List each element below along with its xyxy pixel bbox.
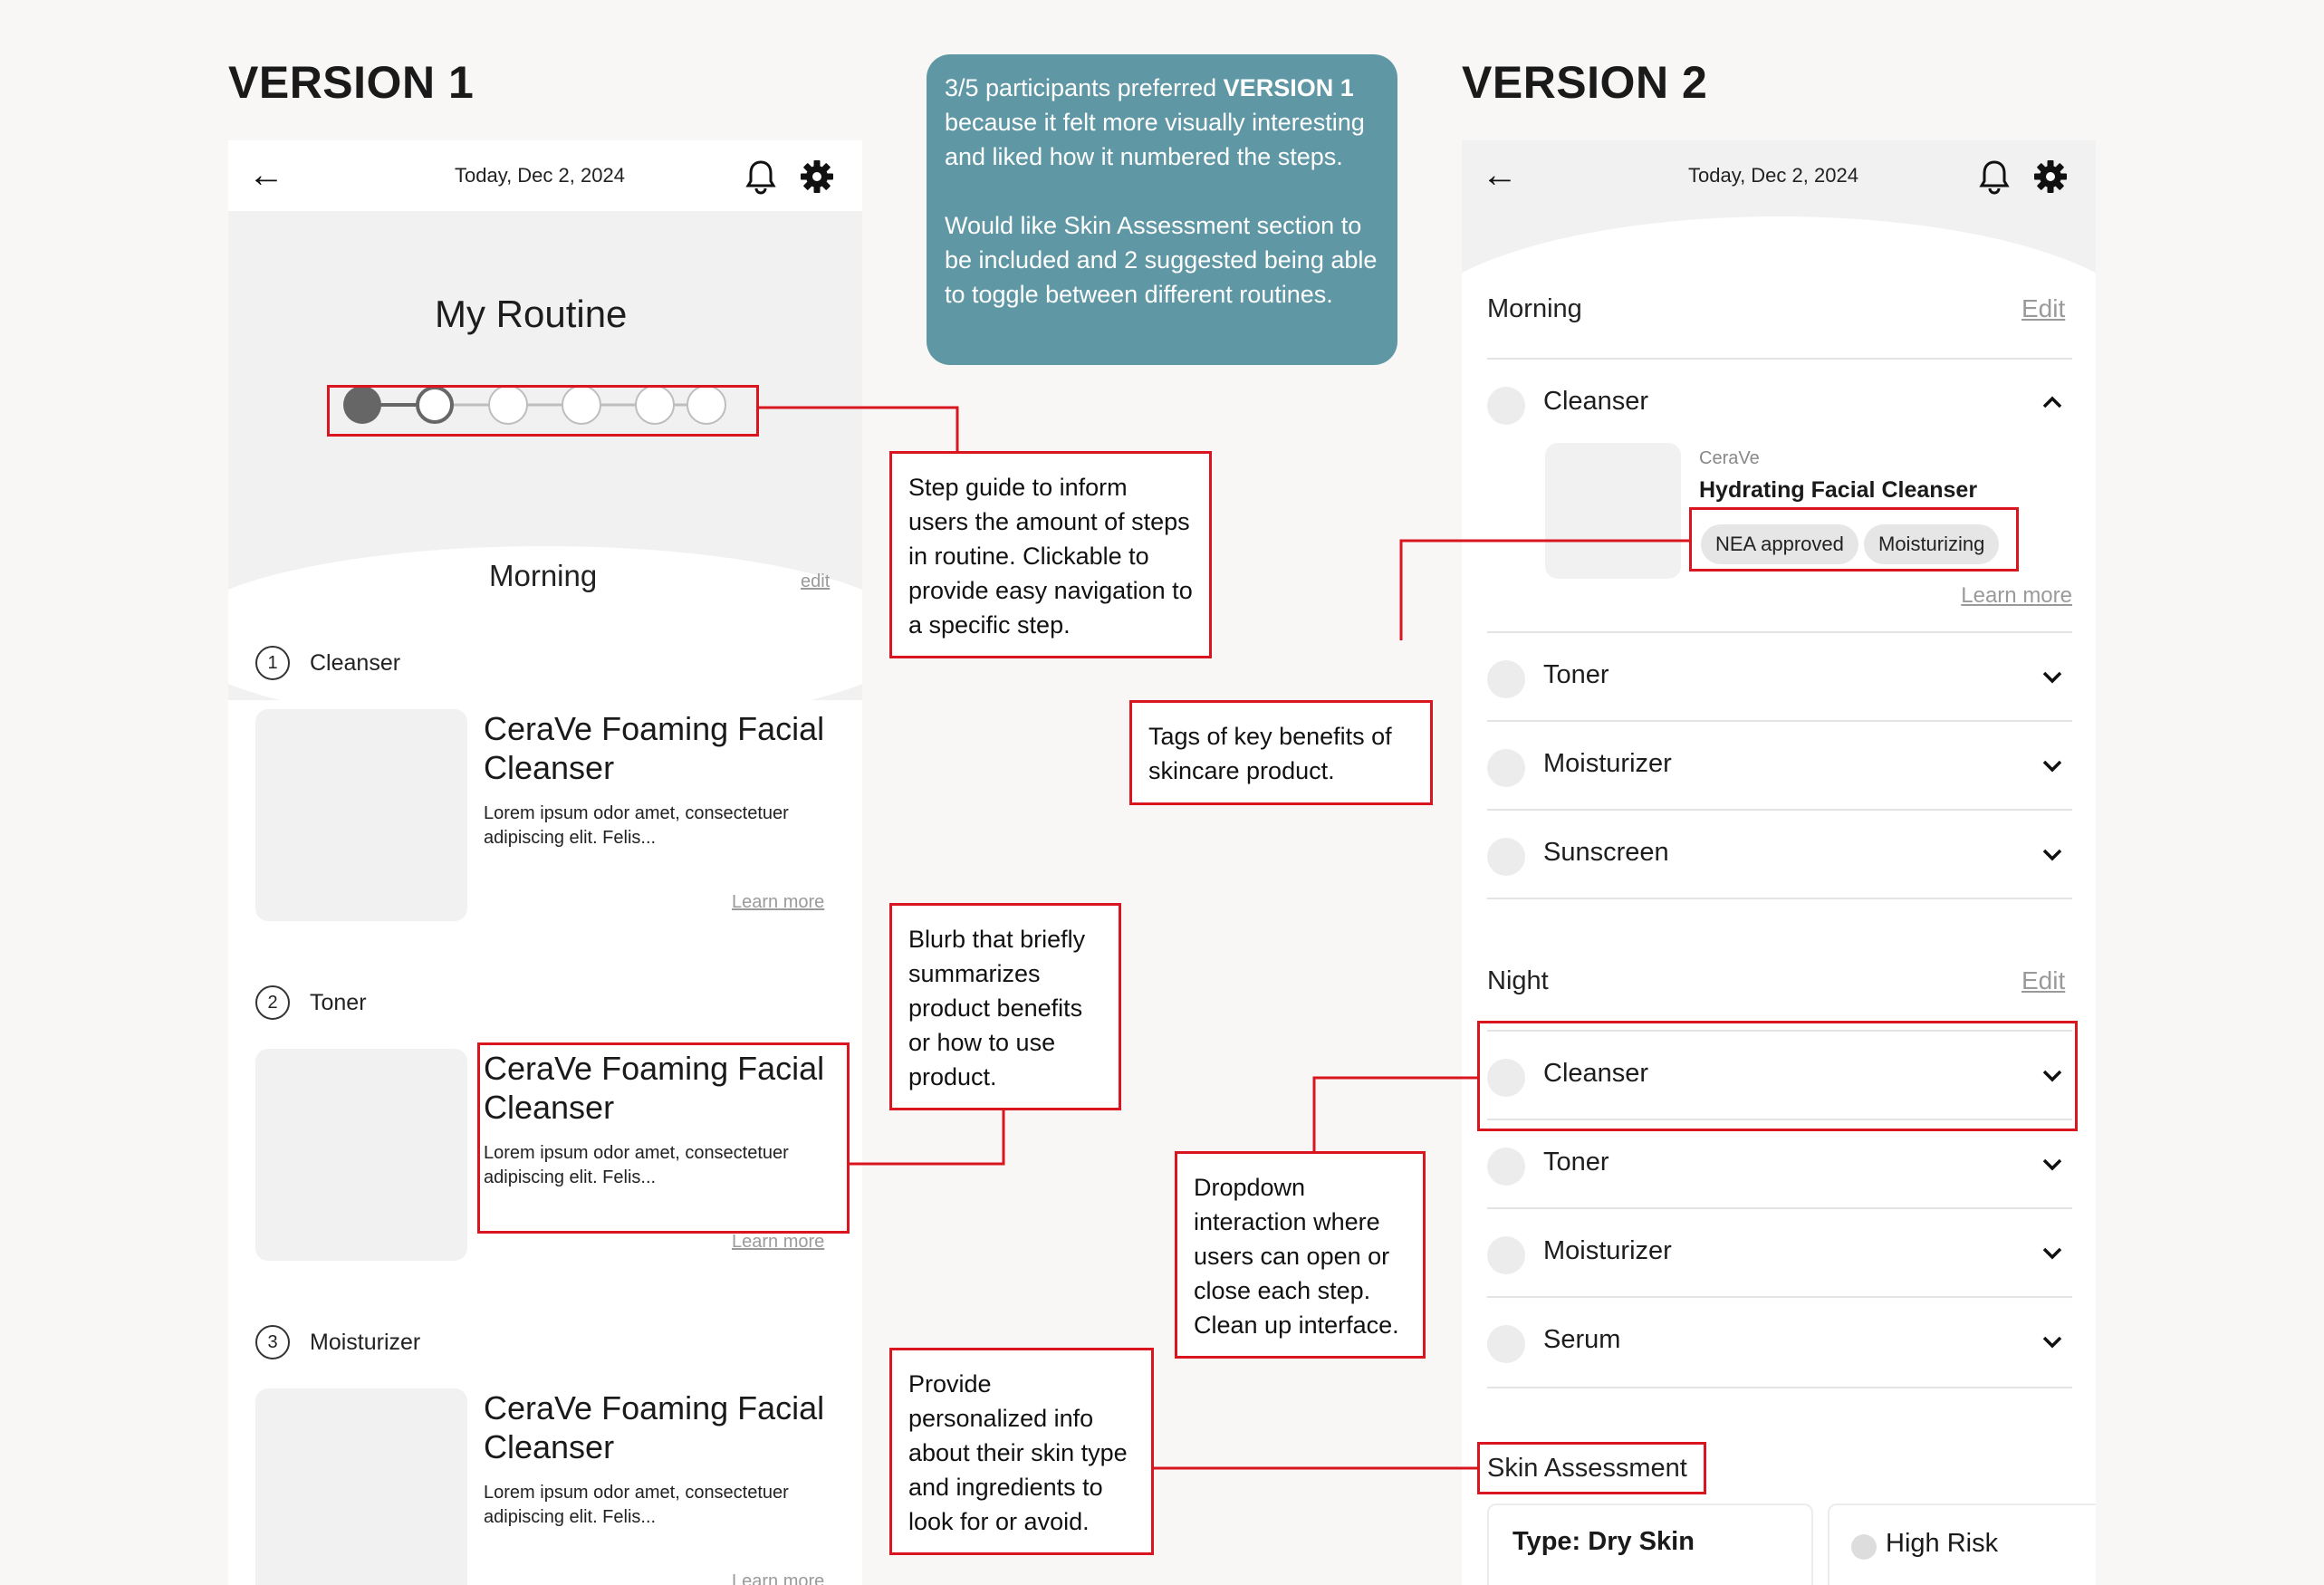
back-arrow-icon[interactable]: ← (248, 155, 284, 195)
step-number: 1 (255, 646, 290, 680)
product-name: CeraVe Foaming Facial Cleanser (484, 710, 825, 786)
step-label: Toner (310, 990, 367, 1015)
edit-link[interactable]: edit (801, 572, 831, 591)
product-image (255, 709, 467, 921)
step-label: Sunscreen (1543, 838, 1669, 867)
learn-more-link[interactable]: Learn more (732, 1232, 825, 1252)
step-dot-2 (416, 386, 454, 424)
product-name: Hydrating Facial Cleanser (1699, 477, 1978, 503)
product-description: Lorem ipsum odor amet, consectetuer adip… (484, 1143, 789, 1187)
learn-more-link[interactable]: Learn more (732, 892, 825, 912)
skin-assessment-highlight (1477, 1442, 1706, 1494)
night-serum-row[interactable]: Serum (1487, 1296, 2072, 1387)
product-description: Lorem ipsum odor amet, consectetuer adip… (484, 1483, 789, 1527)
morning-heading: Morning (1487, 294, 1582, 323)
dropdown-note: Dropdown interaction where users can ope… (1175, 1151, 1426, 1359)
date-label: Today, Dec 2, 2024 (1688, 164, 1858, 187)
learn-more-link[interactable]: Learn more (1961, 583, 2072, 608)
chevron-down-icon[interactable] (2040, 1329, 2065, 1354)
step-label: Moisturizer (310, 1330, 421, 1355)
top-bar: ← Today, Dec 2, 2024 (228, 140, 862, 211)
step-dot-1 (343, 386, 381, 424)
night-toner-row[interactable]: Toner (1487, 1119, 2072, 1209)
product-image (255, 1388, 467, 1585)
risk-indicator (1851, 1534, 1877, 1560)
step-progress[interactable] (337, 378, 735, 432)
chevron-down-icon[interactable] (2040, 1240, 2065, 1265)
step-label: Moisturizer (1543, 749, 1672, 778)
step-guide-note: Step guide to inform users the amount of… (889, 451, 1212, 658)
morning-sunscreen-row[interactable]: Sunscreen (1487, 809, 2072, 899)
divider (1487, 898, 2072, 899)
product-description: Lorem ipsum odor amet, consectetuer adip… (484, 803, 789, 848)
version2-screen: ← Today, Dec 2, 2024 Morning Edit Cleans… (1462, 140, 2096, 1585)
risk-card[interactable]: High Risk (1828, 1503, 2096, 1585)
morning-cleanser-row[interactable]: Cleanser CeraVe Hydrating Facial Cleanse… (1487, 358, 2072, 631)
chevron-down-icon[interactable] (2040, 841, 2065, 867)
product-image (255, 1049, 467, 1261)
blurb-highlight (477, 1042, 850, 1234)
chevron-down-icon[interactable] (2040, 753, 2065, 778)
tags-highlight (1689, 507, 2019, 572)
step-label: Toner (1543, 1148, 1609, 1177)
step-label: Cleanser (1543, 1059, 1649, 1088)
step-label: Serum (1543, 1325, 1621, 1354)
skin-type-label: Type: Dry Skin (1513, 1527, 1695, 1556)
back-arrow-icon[interactable]: ← (1482, 155, 1518, 195)
step-label: Cleanser (1543, 387, 1649, 416)
chevron-down-icon[interactable] (2040, 1151, 2065, 1177)
blurb-note: Blurb that briefly summarizes product be… (889, 903, 1121, 1110)
tag-nea-approved: NEA approved (1701, 524, 1858, 564)
chevron-down-icon[interactable] (2040, 1062, 2065, 1088)
step-number: 2 (255, 985, 290, 1020)
tag-moisturizing: Moisturizing (1864, 524, 2000, 564)
product-name: CeraVe Foaming Facial Cleanser (484, 1050, 825, 1126)
stepper-highlight (327, 385, 759, 437)
chevron-down-icon[interactable] (2040, 664, 2065, 689)
version2-heading: VERSION 2 (1462, 57, 1708, 108)
version1-screen: ← Today, Dec 2, 2024 My Routine (228, 140, 862, 1585)
morning-toner-row[interactable]: Toner (1487, 631, 2072, 722)
feedback-note: 3/5 participants preferred VERSION 1 bec… (927, 54, 1397, 365)
skin-assessment-heading: Skin Assessment (1487, 1454, 1687, 1483)
skin-type-card[interactable]: Type: Dry Skin (1487, 1503, 1813, 1585)
step-number: 3 (255, 1325, 290, 1359)
version1-heading: VERSION 1 (228, 57, 475, 108)
bell-icon[interactable] (1978, 158, 2011, 195)
personalized-note: Provide personalized info about their sk… (889, 1348, 1154, 1555)
gear-icon[interactable] (2032, 158, 2069, 195)
step-label: Toner (1543, 660, 1609, 689)
date-label: Today, Dec 2, 2024 (455, 164, 625, 187)
gear-icon[interactable] (799, 158, 835, 195)
page-title: My Routine (435, 293, 628, 335)
risk-label: High Risk (1886, 1529, 1999, 1558)
morning-heading: Morning (489, 559, 598, 592)
morning-moisturizer-row[interactable]: Moisturizer (1487, 720, 2072, 811)
step-label: Cleanser (310, 650, 401, 676)
step-label: Moisturizer (1543, 1236, 1672, 1265)
night-heading: Night (1487, 966, 1549, 995)
header-area (1462, 140, 2096, 452)
bell-icon[interactable] (744, 158, 777, 195)
brand-label: CeraVe (1699, 448, 1760, 468)
dropdown-highlight (1477, 1021, 2078, 1131)
hero-area (228, 211, 862, 727)
morning-edit-link[interactable]: Edit (2021, 294, 2066, 322)
chevron-up-icon[interactable] (2040, 390, 2065, 416)
tags-note: Tags of key benefits of skincare product… (1129, 700, 1433, 805)
learn-more-link[interactable]: Learn more (732, 1571, 825, 1585)
night-edit-link[interactable]: Edit (2021, 966, 2066, 994)
product-name: CeraVe Foaming Facial Cleanser (484, 1389, 825, 1465)
product-image (1545, 443, 1681, 579)
divider (1487, 1387, 2072, 1388)
night-cleanser-row[interactable]: Cleanser (1487, 1030, 2072, 1120)
night-moisturizer-row[interactable]: Moisturizer (1487, 1207, 2072, 1298)
